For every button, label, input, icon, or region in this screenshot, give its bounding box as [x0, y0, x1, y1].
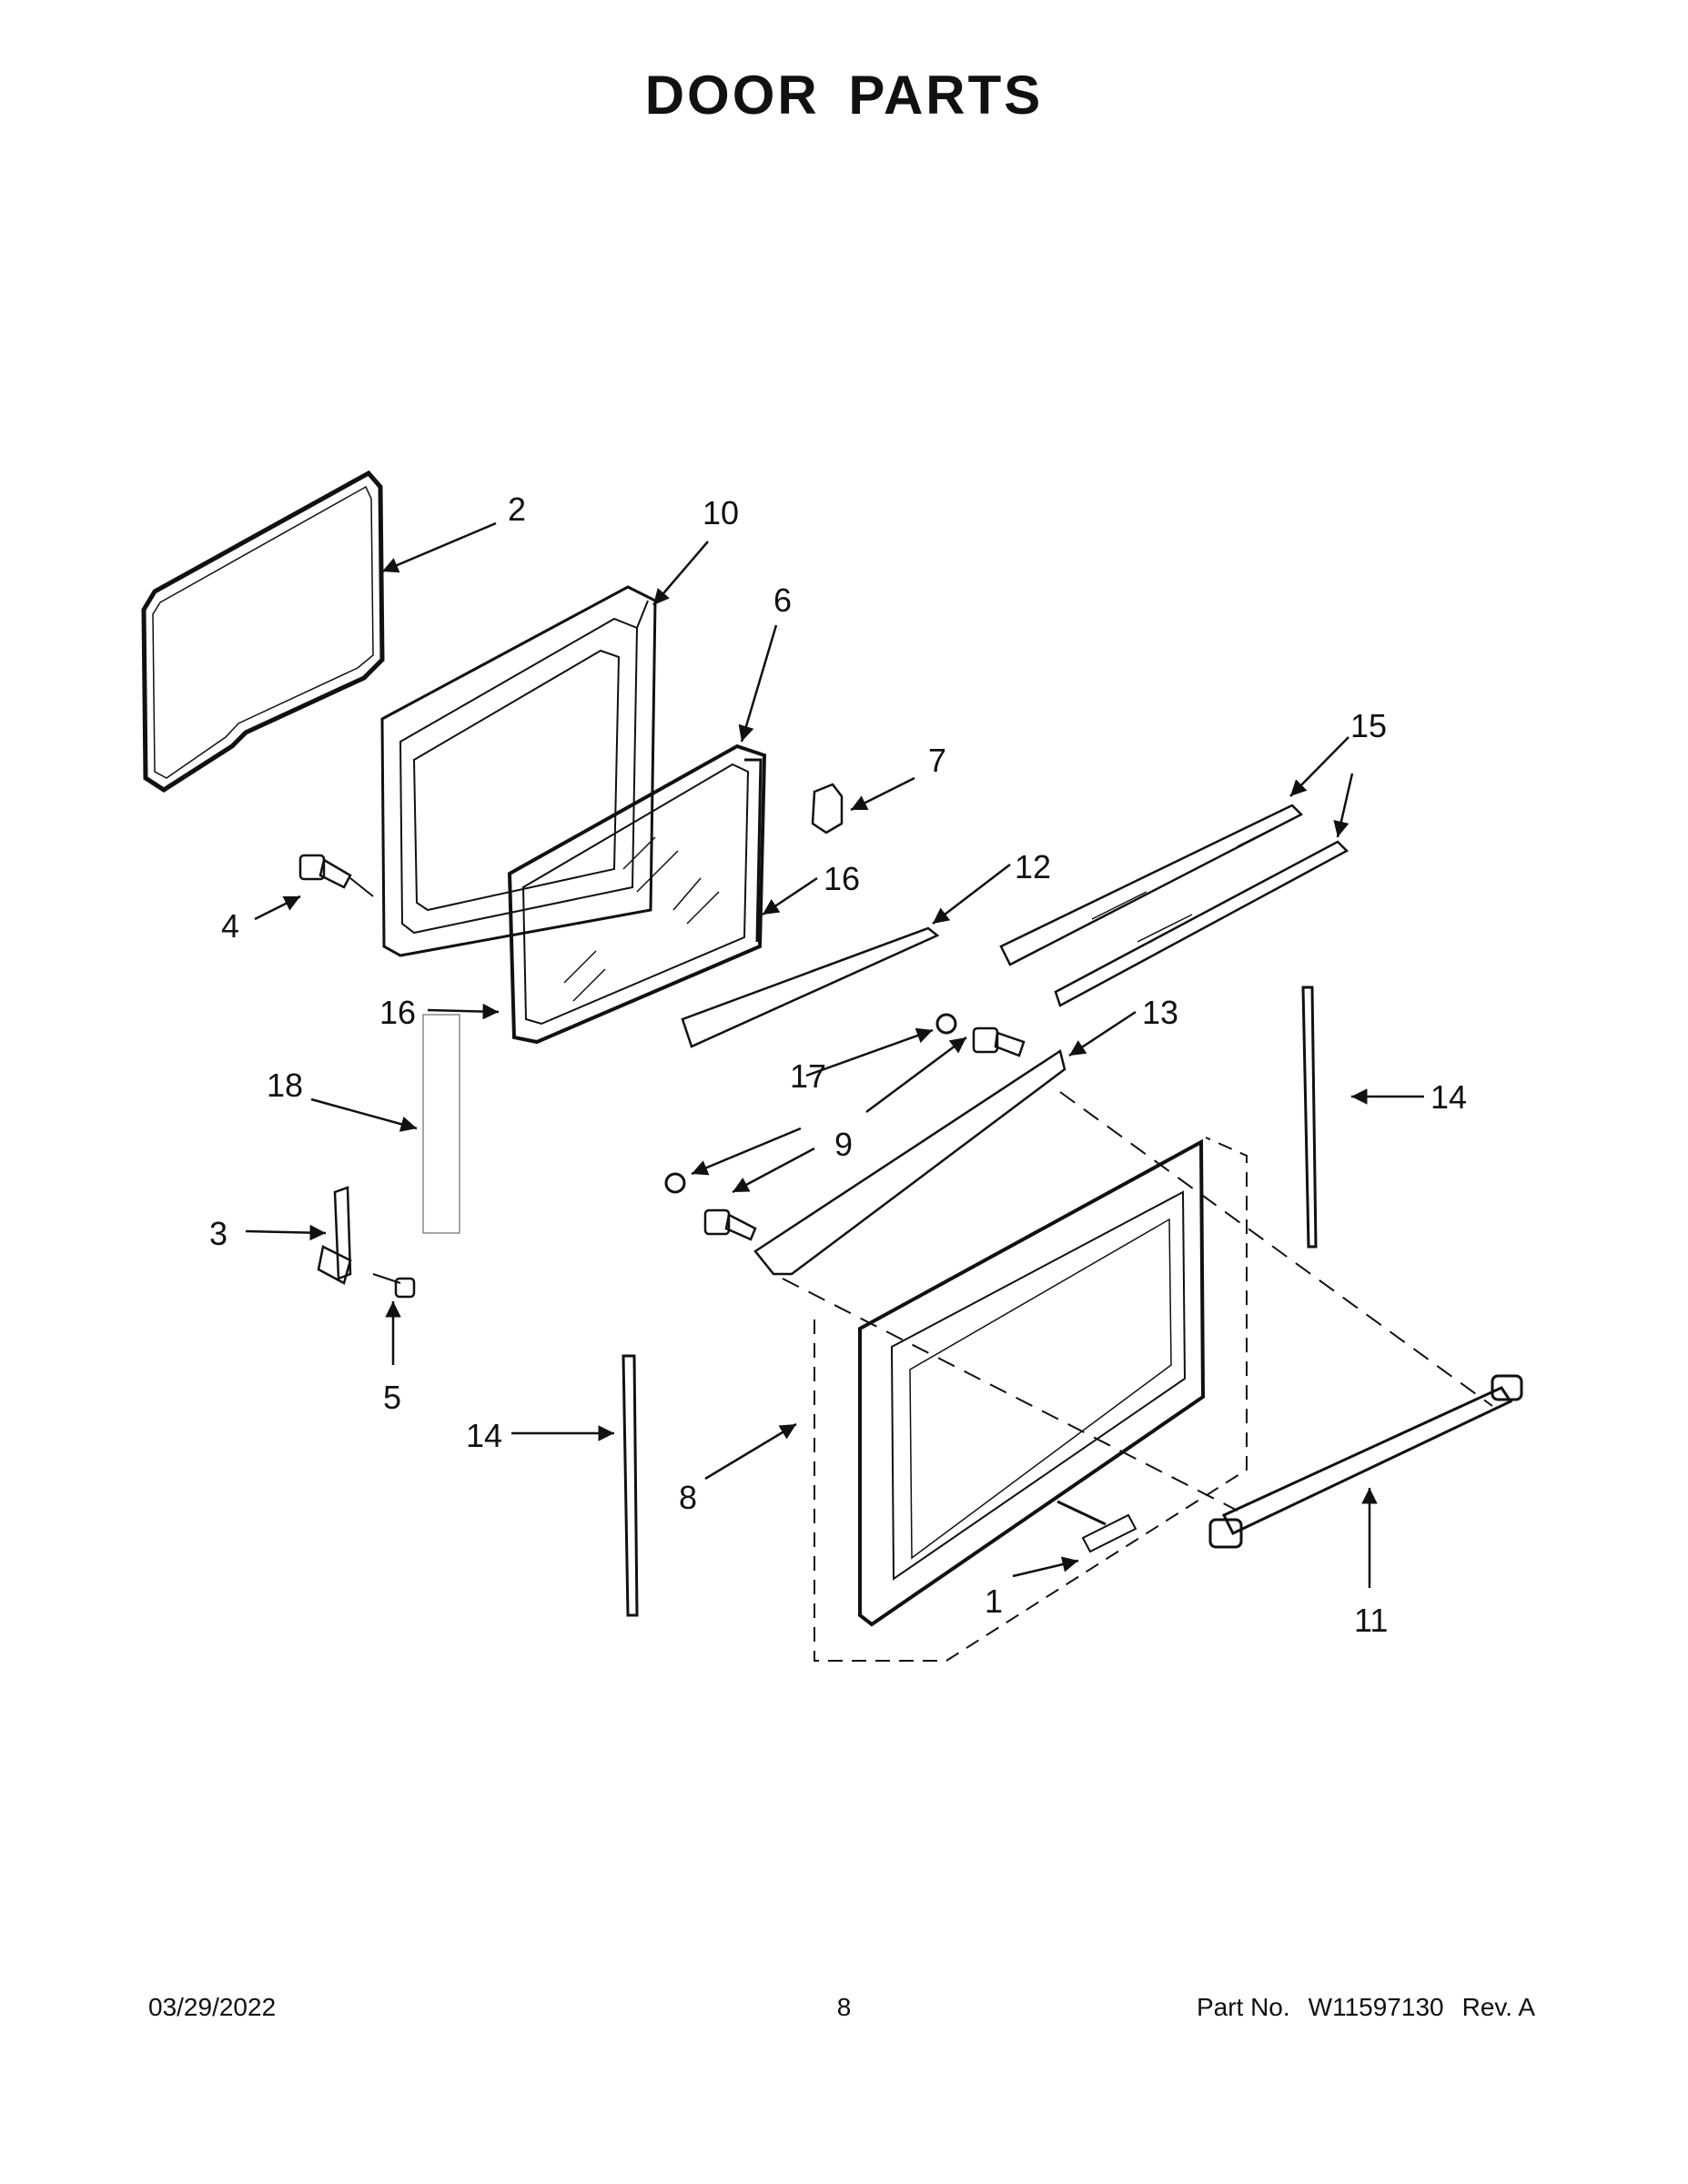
leader-arrows: [245, 521, 1424, 1588]
callout-16: 16: [824, 860, 860, 897]
callout-6: 6: [773, 581, 792, 619]
callout-1: 1: [985, 1582, 1003, 1620]
callout-18: 18: [267, 1067, 303, 1104]
callout-8: 8: [679, 1479, 697, 1516]
callout-15: 15: [1350, 707, 1387, 744]
vent-channel-part: [999, 804, 1349, 1007]
page-title: DOOR PARTS: [644, 65, 1044, 126]
revision: Rev. A: [1461, 1993, 1535, 2021]
footer-page-number: 8: [836, 1993, 852, 2021]
handle-part: [1208, 1374, 1523, 1549]
rail-part-12: [681, 926, 940, 1048]
screw-part-5: [372, 1273, 416, 1299]
footer-part-number: Part No. W11597130 Rev. A: [1197, 1993, 1535, 2022]
part-no-value: W11597130: [1308, 1993, 1444, 2021]
dashed-envelope: [814, 1137, 1248, 1662]
callout-3: 3: [209, 1215, 227, 1252]
door-gasket-part: [141, 470, 385, 793]
callout-5: 5: [383, 1379, 401, 1416]
screw-part-4: [298, 854, 374, 897]
side-trim-part-right: [1301, 986, 1318, 1249]
callout-12: 12: [1015, 848, 1051, 885]
callout-10: 10: [702, 494, 739, 531]
grommet-part-a: [935, 1013, 957, 1035]
callout-17: 17: [790, 1057, 826, 1095]
side-trim-part-left: [622, 1354, 639, 1617]
callout-14b: 14: [466, 1417, 502, 1454]
callout-14: 14: [1430, 1078, 1467, 1116]
grommet-part-b: [664, 1172, 686, 1194]
screw-part-9: [703, 1026, 1026, 1241]
callout-7: 7: [928, 742, 946, 779]
callout-2: 2: [508, 490, 526, 528]
insulation-part: [422, 1014, 460, 1234]
callout-13: 13: [1142, 994, 1178, 1031]
callout-4: 4: [221, 907, 239, 945]
outer-door-part: [858, 1138, 1206, 1627]
clip-part: [811, 783, 844, 834]
footer-date: 03/29/2022: [148, 1993, 277, 2021]
callout-labels: 2 10 6 7 15 16 12 4 16 13 18 17 14 9 3 5…: [209, 490, 1467, 1639]
hinge-part: [317, 1186, 352, 1285]
callout-16b: 16: [379, 994, 416, 1031]
callout-9: 9: [834, 1126, 853, 1163]
door-bracket-part: [753, 1048, 1066, 1276]
door-glass-part: [507, 743, 767, 1045]
inner-door-part: [380, 585, 657, 957]
callout-11: 11: [1354, 1602, 1388, 1639]
part-no-label: Part No.: [1196, 1993, 1290, 2021]
